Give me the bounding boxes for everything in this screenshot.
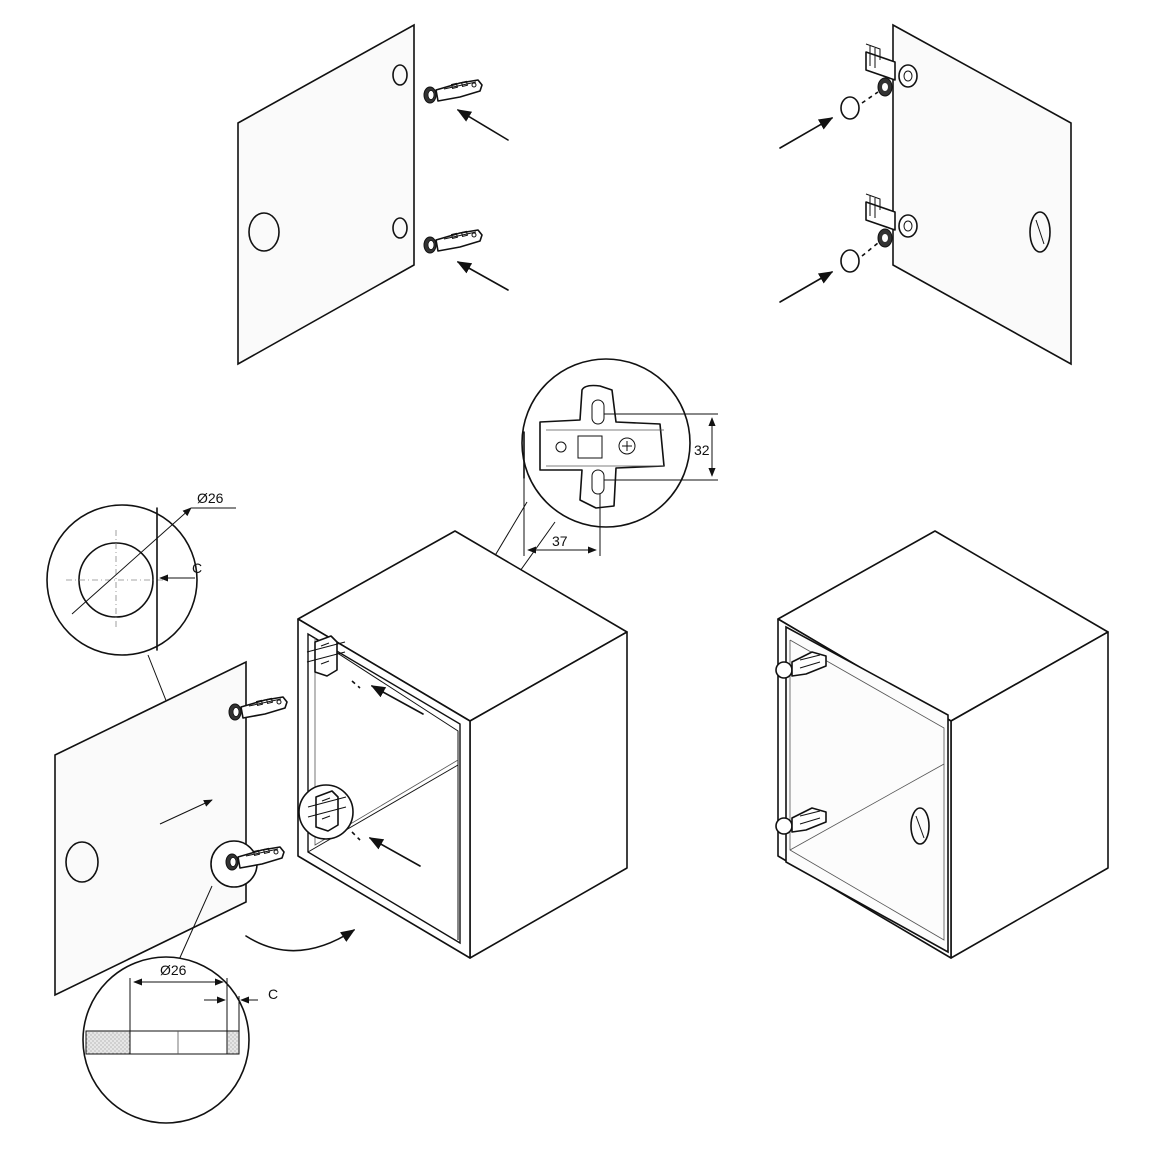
section-detail-diameter-label: Ø26	[160, 962, 187, 978]
handle-recess	[1029, 211, 1051, 253]
cap-arrow-bottom	[779, 271, 834, 303]
hinge-top	[423, 79, 483, 104]
top-right-door-assembly	[779, 23, 1072, 366]
hinge-hole-top	[392, 64, 408, 86]
glass-door-panel-right	[892, 23, 1072, 366]
plate-arrow-top	[370, 685, 424, 715]
door-fitting-top	[865, 43, 918, 97]
round-detail-clearance-label: C	[192, 560, 202, 576]
insert-arrow-top	[456, 109, 509, 141]
section-detail-clearance-label: C	[268, 986, 278, 1002]
glass-door-panel	[237, 23, 415, 366]
round-hole-detail: Ø26 C	[46, 490, 236, 843]
assembled-hinge-bottom	[775, 807, 827, 835]
assembled-glass-door	[785, 625, 949, 954]
mount-door-arrow	[245, 929, 356, 952]
handle-hole-bl	[65, 841, 99, 883]
assembled-hinge-top	[775, 651, 827, 679]
glass-door-panel-bl	[54, 660, 247, 997]
door-fitting-bottom	[865, 193, 918, 248]
hinge-bottom	[423, 229, 483, 254]
assembled-handle	[910, 807, 930, 845]
assembled-cabinet	[775, 530, 1109, 959]
plate-height-label: 32	[694, 442, 710, 458]
top-left-door-assembly	[237, 23, 509, 366]
section-detail: Ø26 C	[82, 956, 278, 1124]
cover-cap-top	[840, 96, 860, 120]
door-thickness-arrow	[159, 799, 213, 825]
handle-hole	[248, 212, 280, 252]
bottom-left-door-assembly	[54, 660, 356, 997]
cap-arrow-top	[779, 117, 834, 149]
cabinet-opening	[307, 632, 461, 945]
open-cabinet	[297, 530, 628, 959]
plate-offset-label: 37	[552, 533, 568, 549]
insert-arrow-bottom	[456, 261, 509, 291]
cover-cap-bottom	[840, 249, 860, 273]
hinge-hole-bottom	[392, 217, 408, 239]
round-detail-diameter-label: Ø26	[197, 490, 224, 506]
plate-arrow-bottom	[368, 837, 421, 867]
